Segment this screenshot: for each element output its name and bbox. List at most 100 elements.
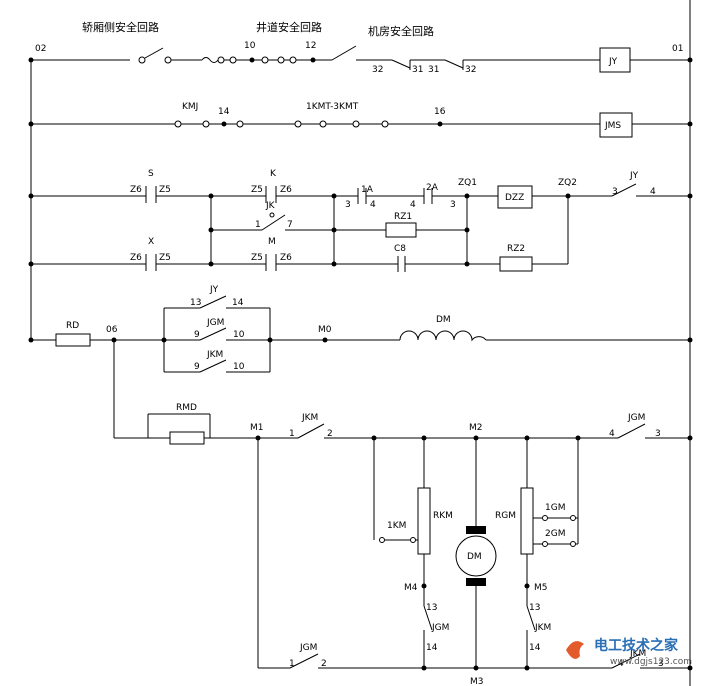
jy-b-label: JY [209, 285, 219, 295]
motor-circuit [113, 340, 693, 671]
kmt-label: 1KMT-3KMT [306, 102, 359, 112]
terminal-9a: 9 [194, 330, 200, 340]
m-label: M [268, 237, 276, 247]
brake-control-row [28, 183, 693, 272]
jgm-b-terminal-4: 4 [609, 429, 615, 439]
terminal-32a: 32 [372, 65, 383, 75]
node-02: 02 [35, 44, 46, 54]
z6d-label: Z6 [280, 253, 292, 263]
k-label: K [270, 169, 277, 179]
watermark-url: www.dgjs123.com [610, 657, 692, 667]
jkm-b-terminal-2: 2 [327, 429, 333, 439]
node-12: 12 [305, 41, 316, 51]
kmj-row [28, 112, 693, 138]
node-m3: M3 [470, 677, 484, 686]
z5b-label: Z5 [251, 185, 263, 195]
terminal-13c: 13 [529, 603, 540, 613]
jgm-a-label: JGM [206, 318, 224, 328]
terminal-14c: 14 [529, 643, 541, 653]
jgm-c-label: JGM [431, 623, 449, 633]
shaft-safety-label: 井道安全回路 [256, 20, 322, 34]
jms-box-label: JMS [604, 121, 621, 131]
node-06: 06 [106, 325, 118, 335]
jgm-d-label: JGM [299, 643, 317, 653]
jkm-a-label: JKM [206, 350, 223, 360]
rd-label: RD [66, 321, 79, 331]
rd-fuse [55, 333, 91, 347]
terminal-10a: 10 [233, 330, 245, 340]
rmd-label: RMD [176, 403, 197, 413]
jkm-d-label: JKM [629, 649, 646, 659]
node-16: 16 [434, 107, 446, 117]
terminal-31b: 31 [428, 65, 439, 75]
jy-terminal-4: 4 [650, 187, 656, 197]
dm-coil [399, 330, 487, 342]
jgm-b-terminal-3: 3 [655, 429, 661, 439]
terminal-13b: 13 [426, 603, 437, 613]
rgm-resistor [520, 487, 534, 555]
dzz-label: DZZ [505, 193, 524, 203]
rkm-label: RKM [433, 511, 453, 521]
a1-terminal-3: 3 [345, 200, 351, 210]
dzz-box [497, 185, 533, 209]
zq2-label: ZQ2 [558, 178, 577, 188]
watermark-text: 电工技术之家 [594, 637, 679, 654]
node-m5: M5 [534, 583, 548, 593]
rkm-resistor [417, 487, 431, 555]
jy-box-label: JY [608, 57, 618, 67]
z5c-label: Z5 [159, 253, 171, 263]
c8-label: C8 [394, 244, 406, 254]
a2-terminal-3: 3 [450, 200, 456, 210]
node-10: 10 [244, 41, 256, 51]
dm-motor-label: DM [467, 552, 482, 562]
jkm-b-label: JKM [301, 413, 318, 423]
rz1-label: RZ1 [394, 212, 412, 222]
a2-terminal-4: 4 [410, 200, 416, 210]
node-m2: M2 [469, 423, 483, 433]
rmd-resistor [169, 431, 205, 445]
rz2-label: RZ2 [507, 244, 525, 254]
kmj-label: KMJ [182, 102, 198, 112]
jk-terminal-1: 1 [255, 220, 261, 230]
a1-label: 1A [361, 185, 374, 195]
jkm-c-label: JKM [534, 623, 551, 633]
zq1-label: ZQ1 [458, 178, 477, 188]
x-label: X [148, 237, 154, 247]
terminal-32b: 32 [465, 65, 476, 75]
gm1-label: 1GM [545, 503, 565, 513]
watermark: 电工技术之家 www.dgjs123.com [566, 637, 692, 667]
terminal-31a: 31 [412, 65, 423, 75]
gm2-label: 2GM [545, 529, 565, 539]
jy-terminal-3: 3 [612, 187, 618, 197]
jgm-d-terminal-1: 1 [289, 659, 295, 669]
watermark-logo-icon [566, 641, 584, 659]
rz1-resistor [385, 222, 417, 238]
terminal-9b: 9 [194, 362, 200, 372]
jkm-d-terminal-3: 3 [658, 659, 664, 669]
terminal-13a: 13 [190, 298, 201, 308]
jgm-d-terminal-2: 2 [321, 659, 327, 669]
jms-relay-box [599, 112, 633, 138]
node-01: 01 [672, 44, 683, 54]
jkm-d-terminal-4: 4 [618, 659, 624, 669]
jkm-b-terminal-1: 1 [289, 429, 295, 439]
terminal-10b: 10 [233, 362, 245, 372]
brake-coil-row [28, 295, 693, 373]
z5d-label: Z5 [251, 253, 263, 263]
km1-label: 1KM [387, 521, 406, 531]
node-14: 14 [218, 107, 230, 117]
z6b-label: Z6 [280, 185, 292, 195]
terminal-14b: 14 [426, 643, 438, 653]
dm-coil-label: DM [436, 315, 451, 325]
s-label: S [148, 169, 154, 179]
node-m4: M4 [404, 583, 418, 593]
rz2-resistor [499, 256, 533, 272]
node-m1: M1 [250, 423, 264, 433]
z6a-label: Z6 [130, 185, 142, 195]
jy-contact-label: JY [629, 171, 639, 181]
room-safety-label: 机房安全回路 [368, 24, 434, 38]
jgm-b-label: JGM [627, 413, 645, 423]
z6c-label: Z6 [130, 253, 142, 263]
dm-motor [455, 535, 497, 577]
